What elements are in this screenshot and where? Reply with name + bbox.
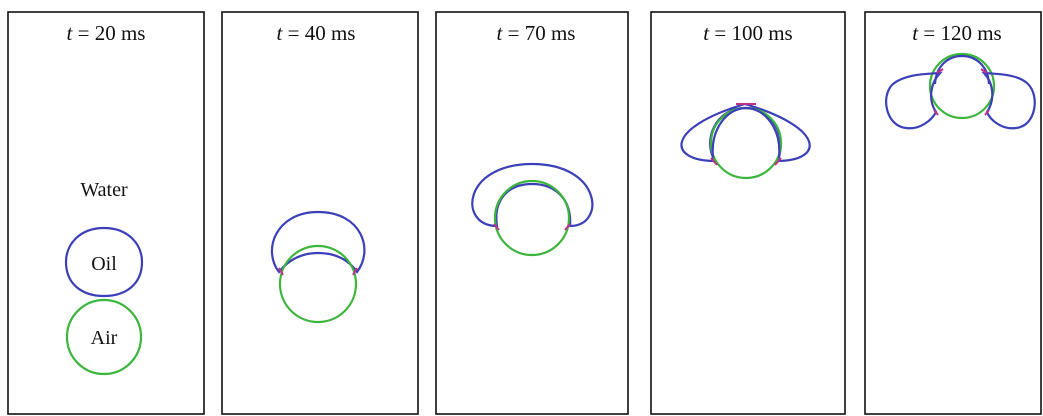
panel-frame <box>435 11 629 415</box>
time-label-rest: = 20 ms <box>72 21 145 45</box>
panel-frame <box>221 11 419 415</box>
oil-cap <box>270 210 366 274</box>
time-label: t = 40 ms <box>277 21 356 45</box>
time-label-rest: = 70 ms <box>502 21 575 45</box>
triple-line-bottom-left <box>933 109 939 116</box>
oil-shell <box>680 102 811 163</box>
time-label: t = 70 ms <box>497 21 576 45</box>
panel-frame <box>864 11 1042 415</box>
panel-frame <box>650 11 846 415</box>
air-bubble <box>65 298 143 376</box>
air-bubble <box>278 244 358 324</box>
triple-line-top-right <box>980 68 988 74</box>
time-label: t = 20 ms <box>67 21 146 45</box>
triple-line-top-left <box>936 68 944 74</box>
triple-line-right <box>774 157 782 166</box>
oil-cap <box>471 162 594 228</box>
panel-t70: t = 70 ms <box>435 11 629 415</box>
oil-droplet <box>64 226 144 298</box>
oil-label: Oil <box>91 253 117 275</box>
oil-film <box>933 54 991 85</box>
panel-frame <box>7 11 205 415</box>
air-bubble <box>928 52 996 120</box>
triple-line-bottom-right <box>984 109 990 116</box>
triple-line-left <box>493 223 500 231</box>
time-label-rest: = 120 ms <box>918 21 1002 45</box>
air-bubble <box>709 106 783 180</box>
oil-film <box>711 106 781 159</box>
triple-line-right <box>352 267 358 276</box>
oil-lobe-left <box>885 71 943 130</box>
time-label: t = 100 ms <box>703 21 792 45</box>
panel-t100: t = 100 ms <box>650 11 846 415</box>
air-label: Air <box>91 327 118 349</box>
time-label-rest: = 40 ms <box>282 21 355 45</box>
triple-line-left <box>278 267 284 276</box>
triple-line-right <box>564 223 571 231</box>
time-label: t = 120 ms <box>912 21 1001 45</box>
oil-lobe-right <box>981 71 1036 130</box>
air-bubble <box>493 179 571 257</box>
panel-t120: t = 120 ms <box>864 11 1042 415</box>
water-label: Water <box>80 179 128 201</box>
triple-line-left <box>710 157 718 166</box>
time-label-rest: = 100 ms <box>709 21 793 45</box>
panel-t40: t = 40 ms <box>221 11 419 415</box>
panel-t20: t = 20 ms Water Oil Air <box>7 11 205 415</box>
